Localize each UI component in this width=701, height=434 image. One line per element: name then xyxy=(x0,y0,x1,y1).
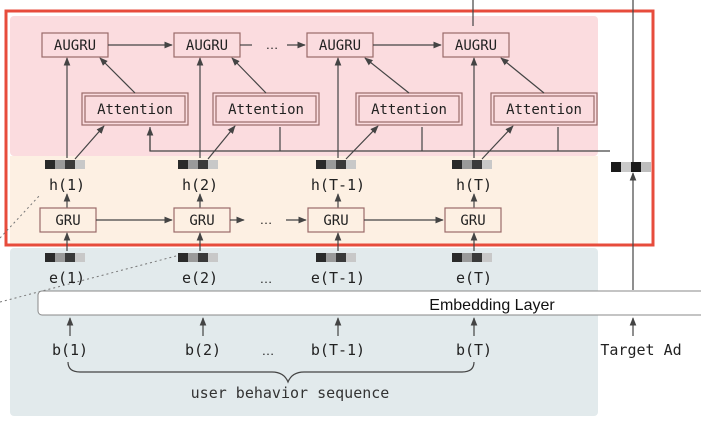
gru-node: GRU xyxy=(173,207,231,251)
hidden-to-attention-arrow xyxy=(345,125,379,160)
embedded-label: e(1) xyxy=(49,269,85,287)
behavior-label: b(1) xyxy=(52,341,88,359)
embedded-vector-row: e(1) e(2) e(T-1) e(T) … xyxy=(45,253,492,287)
attention-label: Attention xyxy=(506,102,582,118)
behavior-ellipsis: … xyxy=(262,343,275,358)
sequence-caption: user behavior sequence xyxy=(191,384,390,402)
attention-node: Attention xyxy=(355,57,463,126)
attention-to-augru-arrow xyxy=(99,57,136,94)
embedding-layer-label: Embedding Layer xyxy=(429,297,555,314)
interest-module-outline xyxy=(4,9,655,247)
attention-node: Attention xyxy=(490,57,598,126)
embedded-vector xyxy=(178,253,218,262)
attention-row: Attention Attention Attention Attention xyxy=(74,57,610,160)
attention-node: Attention xyxy=(212,57,320,126)
gru-ellipsis: … xyxy=(260,212,273,227)
embedded-label: e(2) xyxy=(182,269,218,287)
hidden-state-label: h(T) xyxy=(456,176,492,194)
gru-label: GRU xyxy=(460,213,485,229)
gru-label: GRU xyxy=(55,213,80,229)
behavior-label: b(T) xyxy=(456,341,492,359)
attention-to-augru-arrow xyxy=(231,57,267,94)
hidden-state-vector xyxy=(452,160,492,169)
gru-row: GRU GRU GRU GRU … xyxy=(39,207,502,251)
attention-label: Attention xyxy=(371,102,447,118)
interest-extractor-panel xyxy=(10,156,598,246)
embedding-layer-bar xyxy=(37,290,701,316)
augru-label: AUGRU xyxy=(54,38,96,54)
embed-ellipsis: … xyxy=(260,271,273,286)
augru-node: AUGRU xyxy=(306,32,374,58)
attention-node: Attention xyxy=(81,57,189,126)
behavior-label: b(2) xyxy=(185,341,221,359)
augru-row: AUGRU AUGRU AUGRU AUGRU … xyxy=(41,32,510,158)
sequence-brace xyxy=(67,361,475,384)
gru-node: GRU xyxy=(307,207,365,251)
attention-to-augru-arrow xyxy=(500,57,545,94)
augru-node: AUGRU xyxy=(173,32,241,58)
embedded-vector xyxy=(452,253,492,262)
behavior-label: b(T-1) xyxy=(311,341,365,359)
augru-node: AUGRU xyxy=(442,32,510,58)
augru-label: AUGRU xyxy=(455,38,497,54)
attention-to-augru-arrow xyxy=(364,57,410,94)
hidden-state-row: h(1) h(2) h(T-1) h(T) xyxy=(45,160,492,208)
augru-label: AUGRU xyxy=(319,38,361,54)
attention-label: Attention xyxy=(97,102,173,118)
dotted-line-2 xyxy=(0,254,181,303)
gru-node: GRU xyxy=(444,207,502,251)
gru-label: GRU xyxy=(323,213,348,229)
gru-label: GRU xyxy=(189,213,214,229)
embedded-vector xyxy=(316,253,356,262)
target-ad-group: Target Ad xyxy=(600,162,682,359)
hidden-state-label: h(1) xyxy=(49,176,85,194)
hidden-to-attention-arrow xyxy=(207,125,236,160)
augru-node: AUGRU xyxy=(41,32,109,58)
attention-label: Attention xyxy=(228,102,304,118)
hidden-state-label: h(2) xyxy=(182,176,218,194)
embedded-label: e(T-1) xyxy=(311,269,365,287)
hidden-state-vector xyxy=(45,160,85,169)
embedding-panel xyxy=(10,248,598,416)
hidden-to-attention-arrow xyxy=(481,125,514,160)
embedded-label: e(T) xyxy=(456,269,492,287)
embedded-vector xyxy=(45,253,85,262)
hidden-state-vector xyxy=(178,160,218,169)
augru-ellipsis: … xyxy=(266,37,279,52)
target-ad-label: Target Ad xyxy=(600,341,681,359)
hidden-to-attention-arrow xyxy=(74,125,105,160)
hidden-state-vector xyxy=(316,160,356,169)
behavior-row: b(1) b(2) b(T-1) b(T) … xyxy=(52,317,492,359)
augru-label: AUGRU xyxy=(186,38,228,54)
hidden-state-label: h(T-1) xyxy=(311,176,365,194)
